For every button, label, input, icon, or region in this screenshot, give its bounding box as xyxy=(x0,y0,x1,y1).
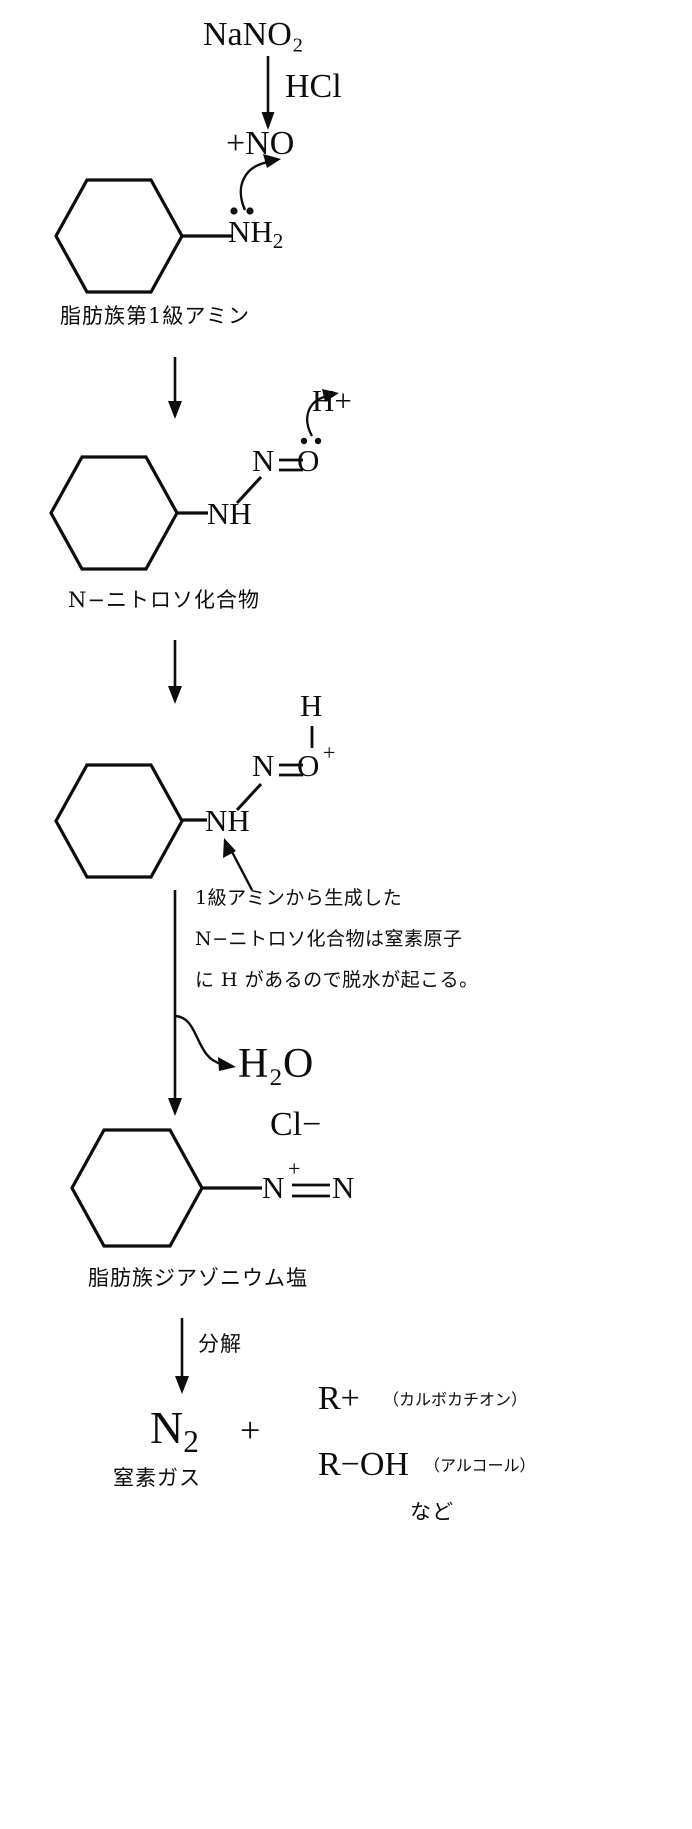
curved-arrow-water-loss xyxy=(173,1014,236,1071)
hydroxyl-h-label: H xyxy=(300,688,323,723)
bond-o-h-3 xyxy=(310,726,314,748)
reagent-nano2: NaNO₂ xyxy=(203,16,304,53)
double-bond-n-n xyxy=(292,1183,330,1198)
cyclohexane-ring-4 xyxy=(70,1128,204,1248)
amine-nh2-label: NH2 xyxy=(228,214,284,253)
nitroso-nh-label: NH xyxy=(207,496,252,531)
lone-pair-dots-oxygen-2 xyxy=(300,437,322,445)
oxygen-positive-charge: + xyxy=(323,740,336,765)
double-bond-n-o-3 xyxy=(279,763,303,777)
label-alcohol-note: （アルコール） xyxy=(424,1456,536,1475)
label-n-nitroso-compound: N−ニトロソ化合物 xyxy=(68,588,260,612)
bond-ring-nh2 xyxy=(180,234,232,238)
note-line-1: 1級アミンから生成した xyxy=(195,887,403,909)
electrophile-no: +NO xyxy=(226,125,295,162)
product-nitrogen-gas: N2 xyxy=(150,1402,199,1459)
chloride-counter-ion: Cl− xyxy=(270,1106,322,1143)
cyclohexane-ring-2 xyxy=(49,455,179,571)
water-product-label: H₂O xyxy=(238,1041,314,1087)
arrow-decomposition xyxy=(175,1318,189,1394)
protonated-nh-label: NH xyxy=(205,803,250,838)
bond-nh-to-n-2 xyxy=(235,475,263,505)
lone-pair-dots-amine xyxy=(230,207,254,215)
note-line-2: N−ニトロソ化合物は窒素原子 xyxy=(195,928,463,950)
reagent-hcl: HCl xyxy=(285,68,342,105)
bond-nh-to-n-3 xyxy=(235,782,263,812)
diazonium-n1-label: N xyxy=(262,1170,285,1205)
diazonium-n2-label: N xyxy=(332,1170,355,1205)
product-carbocation: R+ xyxy=(318,1380,360,1417)
bond-ring-nh-3 xyxy=(181,818,207,822)
arrow-step2-to-step3 xyxy=(168,640,182,704)
nitroso-n-label: N xyxy=(252,443,275,478)
label-nitrogen-gas: 窒素ガス xyxy=(113,1466,201,1490)
label-aliphatic-diazonium-salt: 脂肪族ジアゾニウム塩 xyxy=(88,1266,308,1290)
bond-ring-diazonium xyxy=(200,1186,262,1190)
arrow-step3-to-step4 xyxy=(168,890,182,1116)
label-decomposition: 分解 xyxy=(198,1332,242,1356)
proton-h-plus-label: H+ xyxy=(312,383,352,418)
label-etcetera: など xyxy=(410,1500,454,1524)
curved-arrow-proton-loss xyxy=(306,389,339,437)
arrow-reagent-to-no xyxy=(261,56,275,130)
protonated-n-label: N xyxy=(252,748,275,783)
double-bond-n-o-2 xyxy=(279,458,303,472)
bond-ring-nh-2 xyxy=(176,511,208,515)
plus-sign-products: + xyxy=(240,1410,261,1450)
product-alcohol: R−OH xyxy=(318,1446,409,1483)
note-line-3: に H があるので脱水が起こる。 xyxy=(195,969,479,991)
pointer-arrow-to-nh xyxy=(223,838,254,891)
cyclohexane-ring-3 xyxy=(54,763,184,879)
arrow-step1-to-step2 xyxy=(168,357,182,419)
protonated-o-label: O xyxy=(297,748,320,783)
diazonium-positive-charge: + xyxy=(288,1156,301,1181)
cyclohexane-ring-1 xyxy=(54,178,184,294)
nitroso-o-label: O xyxy=(297,443,320,478)
label-aliphatic-primary-amine: 脂肪族第1級アミン xyxy=(60,304,250,328)
label-carbocation-note: （カルボカチオン） xyxy=(383,1390,528,1409)
curved-arrow-amine-attack xyxy=(239,154,281,211)
